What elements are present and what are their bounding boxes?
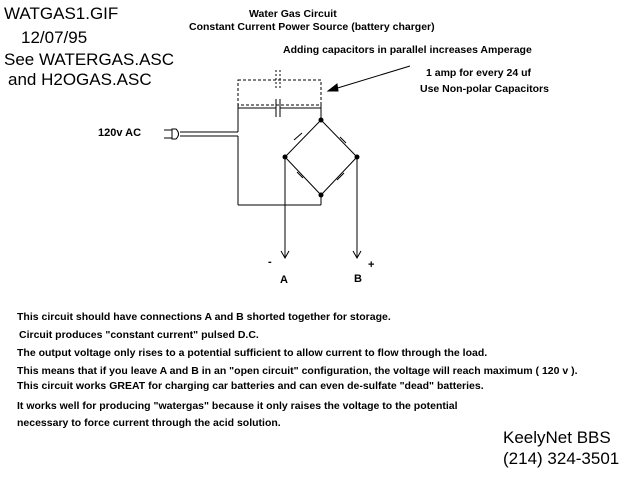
see-reference-line1: See WATERGAS.ASC bbox=[4, 50, 175, 69]
diode-mark-top-left bbox=[293, 132, 303, 141]
capacitor-note: Adding capacitors in parallel increases … bbox=[283, 44, 532, 56]
terminal-a-arrow bbox=[280, 250, 290, 260]
diagram-title: Water Gas Circuit bbox=[249, 8, 337, 20]
note-arrow-head bbox=[326, 83, 339, 92]
date-label: 12/07/95 bbox=[21, 28, 88, 47]
bbs-phone: (214) 324-3501 bbox=[503, 449, 620, 468]
diode-mark-bottom-right bbox=[336, 172, 345, 181]
description-line-4: This means that if you leave A and B in … bbox=[17, 365, 578, 377]
bridge-node-left bbox=[282, 154, 288, 160]
diode-mark-top-right bbox=[339, 136, 347, 144]
diode-mark-bottom-left bbox=[296, 171, 304, 179]
description-line-6: It works well for producing "watergas" b… bbox=[17, 400, 458, 412]
amp-note: 1 amp for every 24 uf bbox=[426, 67, 532, 79]
terminal-a-label: A bbox=[280, 274, 288, 286]
description-line-3: The output voltage only rises to a poten… bbox=[17, 347, 488, 359]
bridge-rectifier bbox=[284, 119, 358, 196]
bridge-node-right bbox=[354, 154, 360, 160]
diagram-subtitle: Constant Current Power Source (battery c… bbox=[189, 21, 435, 33]
nonpolar-note: Use Non-polar Capacitors bbox=[420, 83, 549, 95]
input-voltage-label: 120v AC bbox=[98, 127, 142, 139]
description-line-5: This circuit works GREAT for charging ca… bbox=[17, 380, 484, 392]
description-line-7: necessary to force current through the a… bbox=[17, 417, 281, 429]
terminal-b-sign: + bbox=[368, 259, 375, 271]
bbs-name: KeelyNet BBS bbox=[503, 428, 611, 447]
filename-label: WATGAS1.GIF bbox=[4, 4, 119, 23]
terminal-b-label: B bbox=[354, 273, 362, 285]
bridge-node-top bbox=[318, 117, 324, 123]
terminal-b-arrow bbox=[352, 250, 362, 260]
terminal-a-sign: - bbox=[268, 256, 272, 268]
ac-plug-icon bbox=[171, 128, 179, 140]
bridge-node-bottom bbox=[318, 192, 324, 198]
description-line-1: This circuit should have connections A a… bbox=[17, 311, 391, 323]
note-arrow-line bbox=[330, 65, 411, 91]
see-reference-line2: and H2OGAS.ASC bbox=[8, 70, 152, 89]
description-line-2: Circuit produces "constant current" puls… bbox=[19, 329, 259, 341]
